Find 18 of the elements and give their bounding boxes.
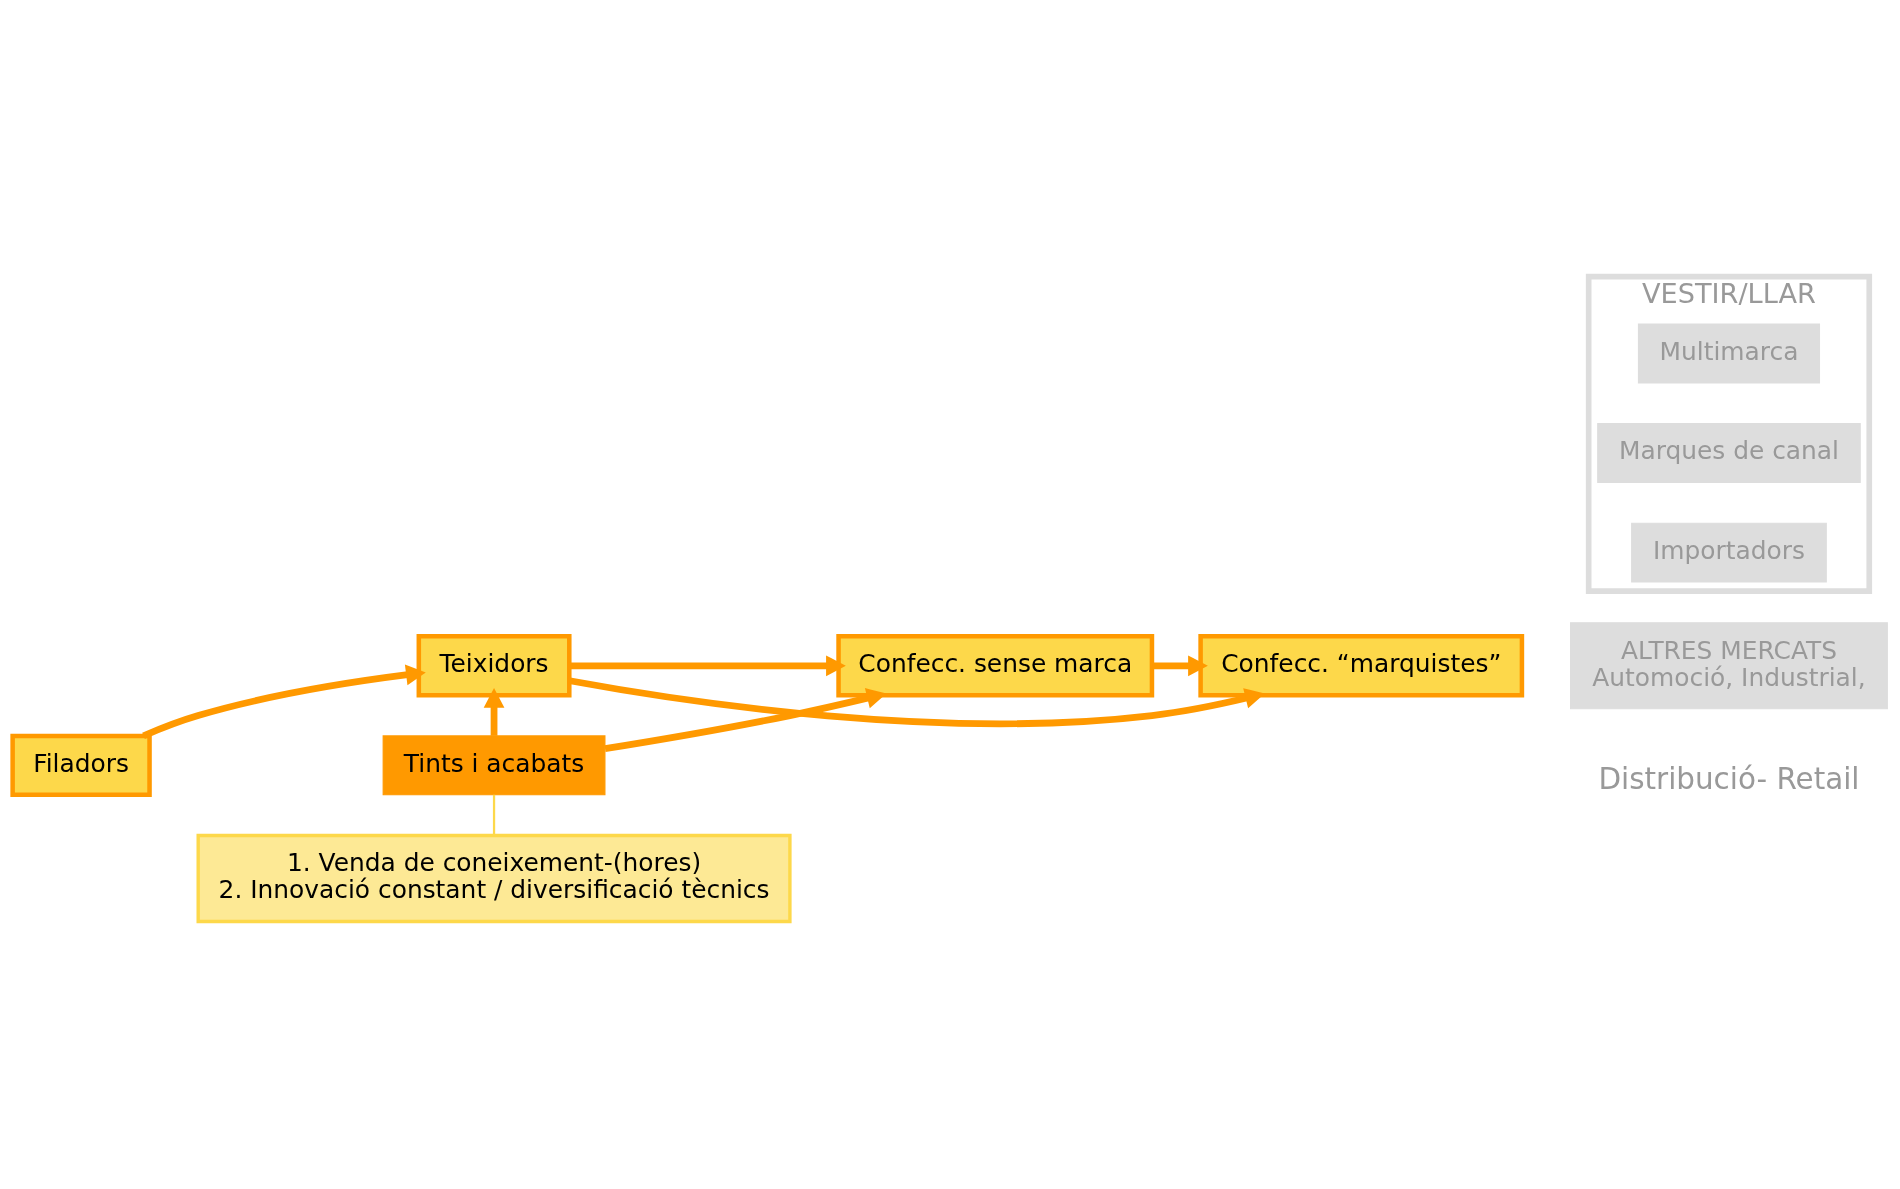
node-box: ALTRES MERCATS Automoció, Industrial,: [1570, 622, 1888, 710]
node-box: Marques de canal: [1597, 423, 1861, 484]
arrow: [1152, 655, 1208, 677]
arrow: [142, 664, 426, 739]
node-box: Filadors: [10, 733, 152, 798]
arrow: [569, 677, 1265, 728]
arrow: [569, 655, 846, 677]
node-box: Multimarca: [1637, 323, 1821, 384]
node-box: Confecc. “marquistes”: [1198, 634, 1525, 698]
node-box: Tints i acabats: [382, 735, 606, 796]
arrow: [483, 688, 505, 736]
arrow: [604, 688, 887, 753]
node-box: 1. Venda de coneixement-(hores) 2. Innovació constant / diversificació tècnics: [196, 833, 792, 924]
label: Distribució- Retail: [1598, 762, 1860, 797]
node-box: Confecc. sense marca: [836, 634, 1155, 698]
connector: [492, 794, 496, 836]
node-box: Importadors: [1631, 522, 1827, 583]
node-box: Teixidors: [416, 634, 572, 698]
